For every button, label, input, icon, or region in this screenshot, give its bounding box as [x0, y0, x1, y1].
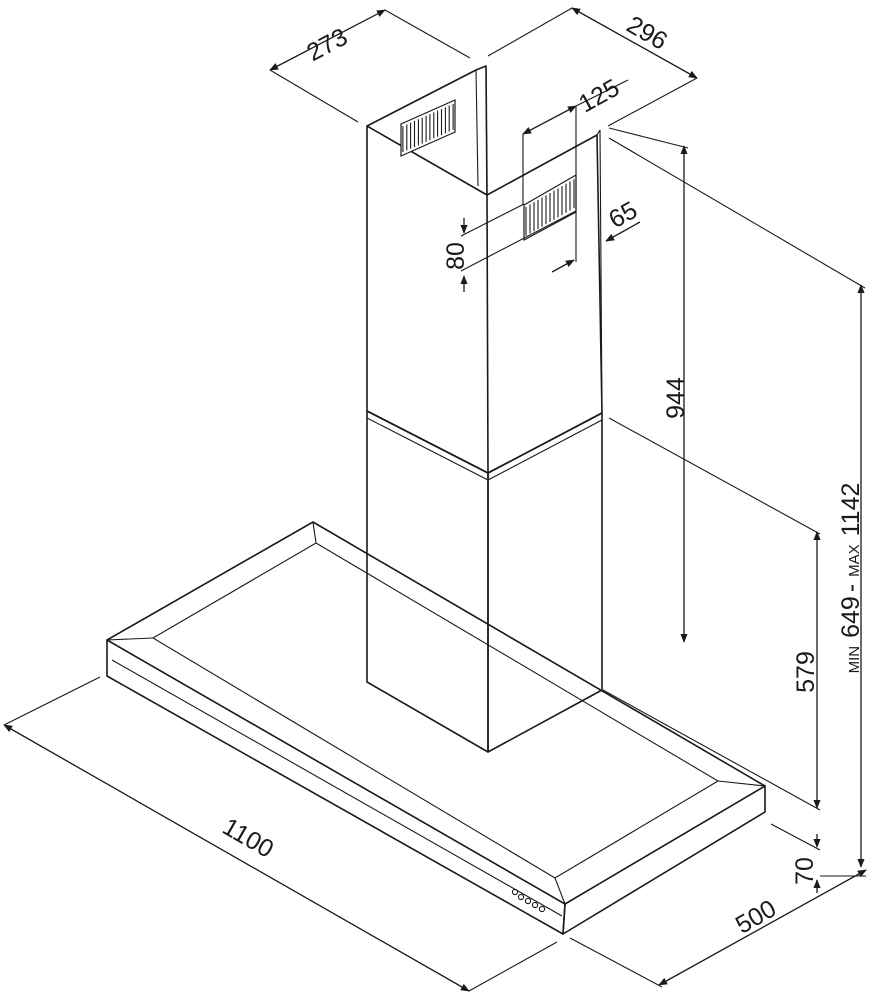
canopy-front-edge	[111, 659, 563, 917]
chimney-back-edge	[475, 69, 479, 187]
rear-vent-grille	[400, 99, 456, 157]
front-vent-grille	[523, 173, 577, 242]
control-button	[538, 905, 546, 913]
dimension-label: 1100	[218, 813, 279, 864]
chimney-upper-section	[366, 125, 489, 474]
range-min-value: 649	[837, 596, 865, 638]
dimension-line-extension	[575, 79, 629, 107]
extension-line	[607, 77, 698, 127]
canopy	[106, 521, 766, 935]
chimney-upper-section-side	[486, 134, 603, 474]
chimney-joint-line	[487, 419, 603, 481]
dimension-vent-height: 80	[442, 203, 577, 292]
canopy-bevel-corner	[106, 637, 154, 641]
extension-line	[770, 823, 821, 851]
dimension-canopy-depth: 500	[569, 869, 867, 988]
extension-line	[269, 69, 359, 123]
range-max-value: 1142	[837, 483, 865, 537]
grille-slats	[525, 179, 575, 236]
dimension-label: 80	[442, 242, 470, 270]
dimension-lower-height: 579	[602, 417, 821, 811]
canopy-bevel-corner	[312, 521, 317, 544]
dimension-canopy-thickness: 70	[770, 823, 866, 893]
range-separator: -	[837, 577, 865, 592]
dimension-label: 65	[604, 196, 642, 234]
dimension-height-range: MIN 649 - MAX 1142	[608, 137, 866, 868]
range-min-prefix: MIN	[846, 646, 863, 674]
extension-line	[384, 9, 471, 59]
dimension-vent-width: 125	[522, 74, 629, 262]
control-button	[531, 901, 539, 909]
dimension-line	[269, 9, 386, 71]
extension-line	[460, 210, 577, 272]
dimension-label: 70	[791, 857, 819, 885]
canopy-bevel-corner	[717, 780, 766, 787]
chimney-lower-section	[366, 410, 489, 753]
dimension-label: 273	[302, 23, 352, 67]
dimension-canopy-width: 1100	[3, 676, 558, 992]
extension-line	[608, 127, 689, 149]
range-max-prefix: MAX	[846, 544, 863, 577]
dimension-arrow	[551, 259, 575, 273]
extension-line	[569, 937, 663, 988]
dimension-label: 500	[731, 895, 781, 940]
extension-line	[608, 417, 821, 535]
extension-line	[608, 137, 866, 289]
dimension-label: 944	[662, 377, 690, 419]
grille-slats	[402, 103, 454, 153]
dimension-arrow	[605, 221, 641, 242]
control-buttons	[511, 888, 546, 913]
control-button	[524, 897, 532, 905]
extension-line	[487, 7, 573, 57]
chimney-top-lip	[599, 129, 603, 414]
dimension-range-label: MIN 649 - MAX 1142	[837, 483, 865, 674]
dimension-line	[3, 724, 470, 992]
chimney-joint-line	[366, 417, 489, 481]
dimension-chimney-width: 273	[269, 9, 471, 123]
dimension-line	[522, 105, 577, 135]
extension-line	[460, 203, 525, 237]
extension-line	[468, 941, 558, 992]
control-button	[517, 893, 525, 901]
dimension-label: 296	[622, 11, 672, 56]
dimension-line	[571, 7, 698, 79]
grille-frame	[400, 99, 456, 157]
canopy-side-face	[562, 785, 766, 935]
dimension-label: 125	[574, 74, 624, 119]
chimney-back-edge	[485, 65, 488, 196]
dimension-line	[658, 869, 867, 986]
extension-line	[602, 689, 821, 811]
dimension-chimney-height: 944	[608, 127, 690, 643]
control-button	[511, 888, 519, 896]
chimney	[366, 65, 603, 753]
extension-line	[3, 676, 101, 726]
dimension-label: 579	[792, 651, 820, 693]
canopy-bevel-corner	[554, 877, 566, 905]
